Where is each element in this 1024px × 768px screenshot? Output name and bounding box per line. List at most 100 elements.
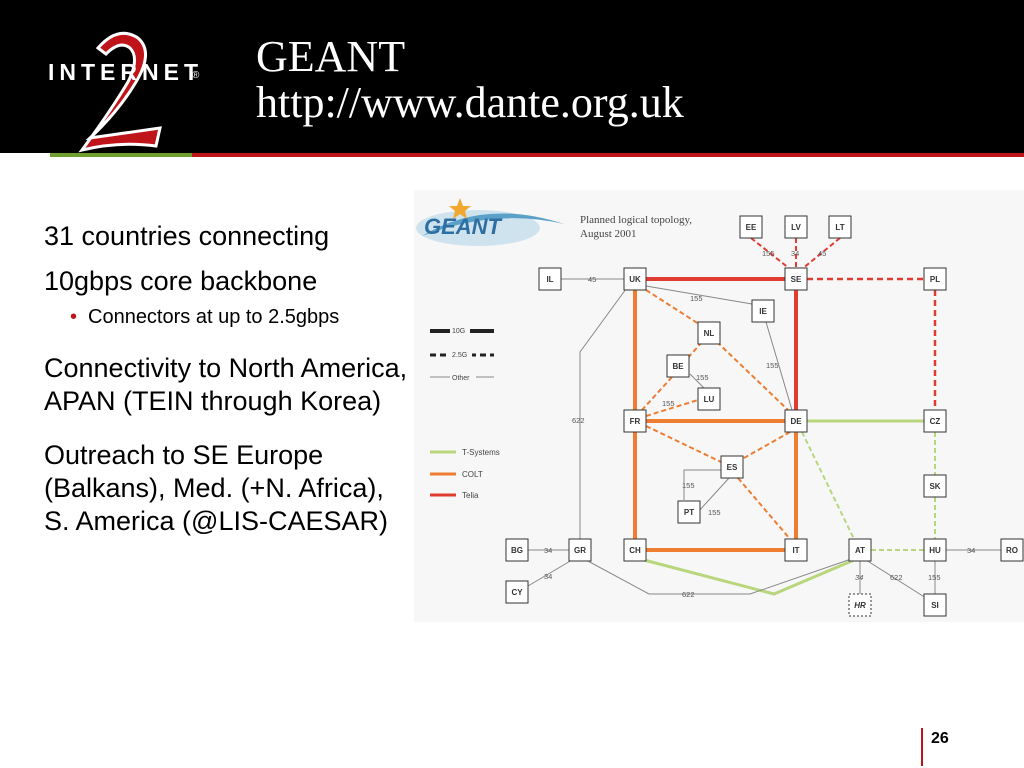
sub-bullet-connectors-text: Connectors at up to 2.5gbps [88,306,340,328]
label-at-si: 622 [890,573,903,582]
node-pl: PL [923,267,947,291]
link-uk-gr [579,288,627,539]
carrier-legend: T-Systems COLT Telia [430,448,500,500]
svg-text:CY: CY [511,588,523,597]
label-uk-ie: 155 [690,294,703,303]
svg-text:SI: SI [931,601,939,610]
link-gr-cy [527,559,573,587]
label-es-pt-b: 155 [708,508,721,517]
svg-text:BG: BG [511,546,523,555]
link-es-pt-b [697,477,730,513]
node-uk: UK [623,267,647,291]
svg-text:®: ® [192,70,200,81]
link-de-es [743,431,791,459]
geant-topology-map: GEANT Planned logical topology, August 2… [414,190,1024,622]
label-gr-at: 622 [682,590,695,599]
legend-colt-label: COLT [462,470,483,479]
label-ie-de: 155 [766,361,779,370]
svg-text:AT: AT [855,546,865,555]
node-nl: NL [697,321,721,345]
node-cy: CY [505,580,529,604]
label-fr-be: 155 [662,399,675,408]
bullet-dot-icon: • [70,306,78,328]
node-ee: EE [739,215,763,239]
node-lv: LV [784,215,808,239]
network-nodes: EE LV LT IL UK SE PL IE NL BE LU FR DE C… [505,215,1024,617]
svg-text:INTERNET: INTERNET [48,59,203,85]
node-sk: SK [923,474,947,498]
node-lt: LT [828,215,852,239]
slide-title: GEANT http://www.dante.org.uk [256,34,684,126]
legend-10g-label: 10G [452,328,465,335]
legend-2-5g-label: 2.5G [452,352,467,359]
svg-text:SE: SE [791,275,802,284]
node-hr: HR [848,593,872,617]
node-hu: HU [923,538,947,562]
svg-text:CZ: CZ [930,417,941,426]
underline-green-segment [50,153,192,157]
footer-divider [921,728,923,766]
network-links [527,237,1001,599]
label-lt-se: 45 [818,249,826,258]
node-ro: RO [1000,538,1024,562]
link-de-at [801,431,855,540]
label-es-pt-a: 155 [682,481,695,490]
sub-bullet-connectors: • Connectors at up to 2.5gbps [70,304,414,330]
link-fr-lu [645,399,699,417]
node-ie: IE [751,299,775,323]
node-es: ES [720,455,744,479]
svg-text:HU: HU [929,546,941,555]
label-gr-cy: 34 [544,572,552,581]
label-be-lu: 155 [696,373,709,382]
link-uk-ie [645,285,753,305]
label-lv-se: 34 [791,249,799,258]
title-line-2-url: http://www.dante.org.uk [256,78,684,127]
label-il-uk: 45 [588,275,596,284]
title-line-1: GEANT [256,32,406,81]
svg-text:IL: IL [546,275,553,284]
internet2-logo: INTERNET ® [48,31,203,153]
svg-text:EE: EE [746,223,757,232]
link-ie-de [765,321,793,411]
node-si: SI [923,593,947,617]
node-be: BE [666,354,690,378]
link-ch-at [643,558,855,596]
geant-logo-text: GEANT [424,214,503,239]
svg-text:LT: LT [835,223,844,232]
label-hu-si: 155 [928,573,941,582]
label-ee-se: 155 [762,249,775,258]
svg-text:GR: GR [574,546,586,555]
header-bar: INTERNET ® GEANT http://www.dante.org.uk [0,0,1024,153]
svg-text:RO: RO [1006,546,1018,555]
svg-text:UK: UK [629,275,641,284]
label-hu-ro: 34 [967,546,975,555]
svg-text:LU: LU [704,395,715,404]
bullet-backbone: 10gbps core backbone [44,266,318,296]
svg-text:BE: BE [672,362,684,371]
svg-text:ES: ES [727,463,738,472]
svg-text:FR: FR [630,417,641,426]
geant-logo: GEANT [416,198,564,246]
svg-text:DE: DE [790,417,802,426]
svg-text:LV: LV [791,223,801,232]
node-ch: CH [623,538,647,562]
label-uk-gr: 622 [572,416,585,425]
svg-text:PT: PT [684,508,694,517]
link-at-si [865,559,927,599]
map-caption-line-2: August 2001 [580,228,637,240]
line-style-legend: 10G 2.5G Other [430,324,494,383]
link-labels: 155 34 45 45 155 155 155 155 622 155 155… [544,249,975,599]
legend-t-systems-label: T-Systems [462,448,500,457]
node-se: SE [784,267,808,291]
bullet-connectivity: Connectivity to North America, APAN (TEI… [44,353,408,416]
svg-text:IE: IE [759,307,767,316]
link-be-lu [689,373,705,389]
node-bg: BG [505,538,529,562]
node-il: IL [538,267,562,291]
header-underline [0,153,1024,158]
underline-red-segment [192,153,1024,157]
svg-text:SK: SK [929,482,940,491]
node-gr: GR [568,538,592,562]
node-fr: FR [623,409,647,433]
link-lt-se [801,237,841,270]
